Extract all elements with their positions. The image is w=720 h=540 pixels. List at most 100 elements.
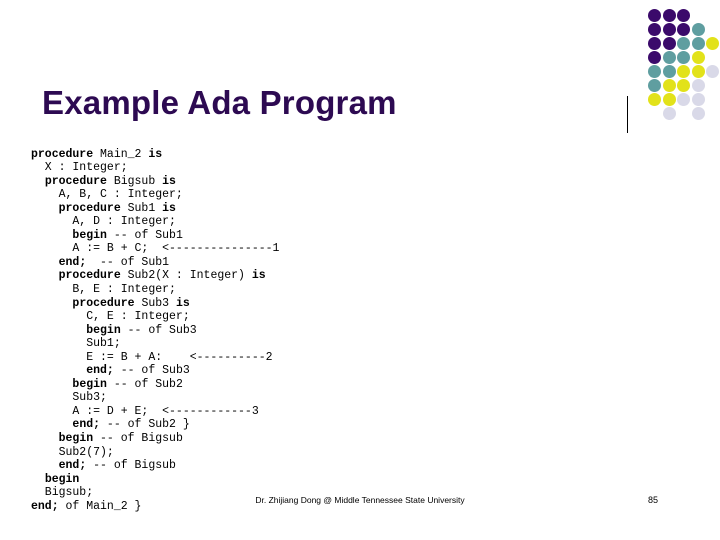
- decorative-dot-lavender: [662, 107, 676, 120]
- decorative-dot-yellow: [662, 93, 676, 106]
- code-line: X : Integer;: [31, 161, 279, 175]
- code-text: [31, 473, 45, 486]
- code-text: -- of Sub2 }: [100, 418, 190, 432]
- code-line: begin: [31, 473, 279, 487]
- decorative-dot-yellow: [706, 37, 719, 50]
- code-keyword: begin: [72, 228, 107, 242]
- code-keyword: procedure: [72, 296, 142, 310]
- code-line: end; -- of Sub1: [31, 256, 279, 270]
- code-line: end; of Main_2 }: [31, 500, 279, 514]
- code-line: end; -- of Sub2 }: [31, 418, 279, 432]
- code-text: [31, 324, 86, 337]
- decorative-dot-teal: [677, 51, 690, 64]
- code-text: -- of Sub3: [120, 323, 197, 337]
- decorative-dot-purple: [677, 9, 690, 22]
- decorative-dot-yellow: [677, 79, 690, 92]
- code-text: C, E : Integer;: [31, 310, 190, 324]
- code-text: [31, 297, 72, 310]
- decorative-dot-purple: [662, 23, 676, 36]
- code-text: B, E : Integer;: [31, 282, 176, 296]
- code-text: Sub2(7);: [31, 445, 114, 459]
- page-title: Example Ada Program: [42, 84, 397, 122]
- code-line: A, D : Integer;: [31, 215, 279, 229]
- decorative-dot-teal: [648, 65, 661, 78]
- code-keyword: end;: [58, 459, 87, 473]
- code-text: -- of Bigsub: [93, 431, 183, 445]
- code-line: procedure Sub2(X : Integer) is: [31, 269, 279, 283]
- code-line: begin -- of Sub2: [31, 378, 279, 392]
- code-keyword: is: [162, 201, 176, 215]
- code-line: A, B, C : Integer;: [31, 188, 279, 202]
- decorative-dot-teal: [662, 51, 676, 64]
- code-text: Sub1: [127, 201, 163, 215]
- code-text: [31, 269, 59, 282]
- code-text: -- of Sub2: [106, 377, 183, 391]
- code-line: Sub3;: [31, 391, 279, 405]
- decorative-dot-yellow: [662, 79, 676, 92]
- code-line: A := D + E; <------------3: [31, 405, 279, 419]
- code-text: [31, 256, 59, 269]
- code-text: A, B, C : Integer;: [31, 188, 183, 202]
- vertical-divider-rule: [627, 96, 628, 133]
- code-text: -- of Sub1: [106, 228, 183, 242]
- code-line: Sub1;: [31, 337, 279, 351]
- code-text: E := B + A: <----------2: [31, 350, 273, 364]
- code-keyword: procedure: [58, 269, 128, 283]
- decorative-dot-teal: [648, 79, 661, 92]
- code-line: procedure Main_2 is: [31, 148, 279, 162]
- code-text: [31, 364, 86, 377]
- code-line: begin -- of Bigsub: [31, 432, 279, 446]
- decorative-dot-lavender: [706, 65, 719, 78]
- decorative-dot-purple: [662, 37, 676, 50]
- code-text: of Main_2 }: [58, 499, 142, 513]
- code-text: Sub1;: [31, 337, 121, 351]
- code-line: procedure Sub3 is: [31, 297, 279, 311]
- code-text: A, D : Integer;: [31, 215, 176, 229]
- footer-credit: Dr. Zhijiang Dong @ Middle Tennessee Sta…: [255, 495, 465, 505]
- code-text: [31, 202, 59, 215]
- decorative-dot-purple: [677, 23, 690, 36]
- code-text: -- of Bigsub: [86, 459, 176, 473]
- code-keyword: end;: [72, 418, 101, 432]
- code-keyword: procedure: [31, 147, 101, 161]
- decorative-dot-teal: [677, 37, 690, 50]
- decorative-dot-purple: [648, 23, 661, 36]
- code-line: B, E : Integer;: [31, 283, 279, 297]
- code-keyword: begin: [44, 472, 80, 486]
- code-text: [31, 229, 72, 242]
- decorative-dot-yellow: [648, 93, 661, 106]
- decorative-dot-purple: [648, 37, 661, 50]
- decorative-dot-teal: [662, 65, 676, 78]
- decorative-dot-teal: [691, 23, 705, 36]
- code-text: Bigsub: [113, 174, 163, 188]
- decorative-dot-lavender: [677, 93, 690, 106]
- decorative-dot-lavender: [691, 107, 705, 120]
- decorative-circle-grid: [648, 9, 720, 121]
- decorative-dot-purple: [648, 9, 661, 22]
- code-line: end; -- of Sub3: [31, 364, 279, 378]
- code-keyword: begin: [72, 377, 107, 391]
- code-text: X : Integer;: [31, 161, 128, 175]
- code-text: Bigsub;: [31, 486, 94, 500]
- code-text: A := B + C; <---------------1: [31, 242, 280, 256]
- decorative-dot-lavender: [691, 79, 705, 92]
- code-keyword: is: [148, 147, 163, 161]
- code-text: [31, 175, 45, 188]
- code-keyword: end;: [86, 364, 114, 378]
- decorative-dot-yellow: [677, 65, 690, 78]
- code-line: Bigsub;: [31, 486, 279, 500]
- code-keyword: begin: [58, 431, 94, 445]
- code-text: Sub3;: [31, 391, 107, 405]
- code-keyword: procedure: [44, 174, 114, 188]
- code-line: procedure Sub1 is: [31, 202, 279, 216]
- decorative-dot-teal: [691, 37, 705, 50]
- code-text: [31, 418, 72, 431]
- code-line: E := B + A: <----------2: [31, 351, 279, 365]
- decorative-dot-yellow: [691, 65, 705, 78]
- code-text: -- of Sub3: [113, 364, 190, 378]
- code-keyword: end;: [58, 255, 87, 269]
- code-text: [31, 459, 59, 472]
- code-text: Main_2: [100, 147, 149, 161]
- code-keyword: end;: [31, 499, 59, 513]
- code-keyword: procedure: [58, 201, 128, 215]
